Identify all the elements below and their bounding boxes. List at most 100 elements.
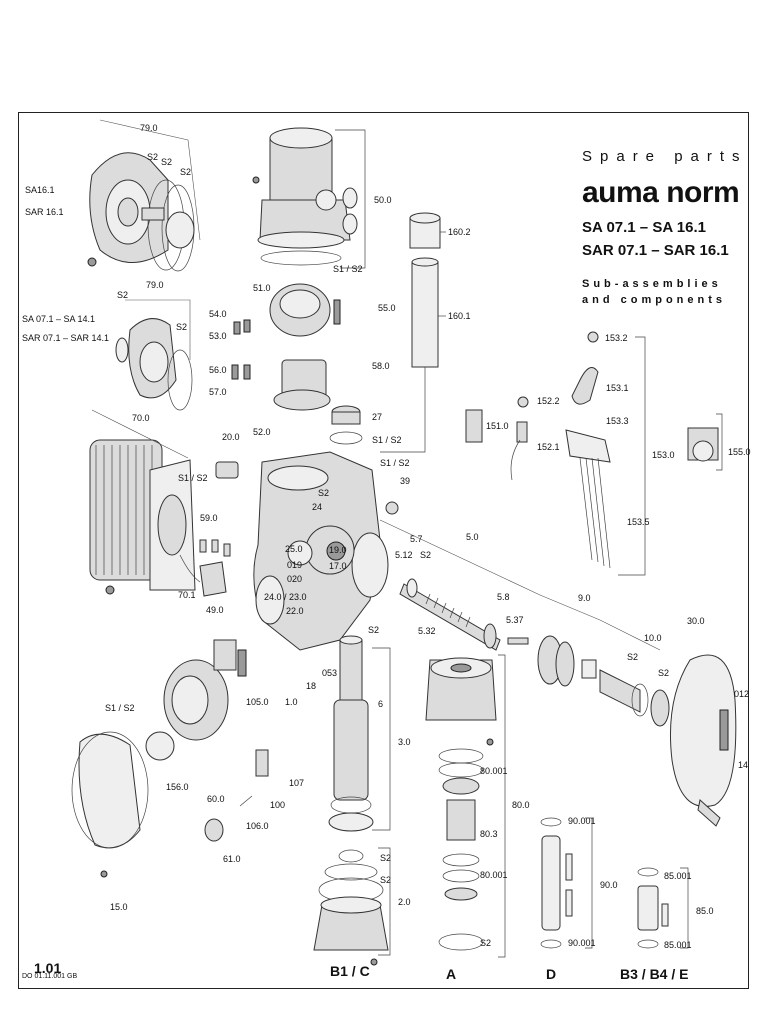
label-25-0: 25.0 bbox=[285, 544, 303, 554]
label-106-0: 106.0 bbox=[246, 821, 269, 831]
label-85-001-b: 85.001 bbox=[664, 940, 692, 950]
output-drive-d bbox=[540, 817, 573, 949]
output-shaft-b1c bbox=[313, 635, 389, 966]
protective-tube bbox=[409, 212, 441, 368]
part-20-0-switch bbox=[215, 461, 239, 479]
label-151-0: 151.0 bbox=[486, 421, 509, 431]
model-note-a-line1: SA16.1 bbox=[25, 185, 55, 195]
label-s1s2-c: S1 / S2 bbox=[372, 435, 402, 445]
label-153-3: 153.3 bbox=[606, 416, 629, 426]
label-s2-i: S2 bbox=[627, 652, 638, 662]
label-54-0: 54.0 bbox=[209, 309, 227, 319]
label-s2-a2: S2 bbox=[161, 157, 172, 167]
handwheel-cover-assembly bbox=[115, 318, 193, 411]
label-5-32: 5.32 bbox=[418, 626, 436, 636]
label-s1s2-a: S1 / S2 bbox=[178, 473, 208, 483]
motor-cover-assembly bbox=[87, 152, 195, 272]
label-17-0: 17.0 bbox=[329, 561, 347, 571]
label-80-001-a: 80.001 bbox=[480, 766, 508, 776]
label-160-2: 160.2 bbox=[448, 227, 471, 237]
terminal-cover bbox=[71, 731, 149, 878]
subtitle-line1: Sub-assemblies bbox=[582, 278, 722, 290]
label-14: 14 bbox=[738, 760, 748, 770]
label-19-0: 19.0 bbox=[329, 545, 347, 555]
main-housing bbox=[253, 451, 389, 651]
cap-27 bbox=[329, 405, 363, 445]
label-s1s2-b: S1 / S2 bbox=[333, 264, 363, 274]
label-57-0: 57.0 bbox=[209, 387, 227, 397]
label-5-7: 5.7 bbox=[410, 534, 423, 544]
label-39: 39 bbox=[400, 476, 410, 486]
label-s2-b1: S2 bbox=[117, 290, 128, 300]
label-52-0: 52.0 bbox=[253, 427, 271, 437]
label-10-0: 10.0 bbox=[644, 633, 662, 643]
label-85-001-a: 85.001 bbox=[664, 871, 692, 881]
electrical-connection bbox=[145, 639, 269, 842]
label-s2-a3: S2 bbox=[180, 167, 191, 177]
label-1-0: 1.0 bbox=[285, 697, 298, 707]
label-5-8: 5.8 bbox=[497, 592, 510, 602]
label-59-0: 59.0 bbox=[200, 513, 218, 523]
label-107: 107 bbox=[289, 778, 304, 788]
diagram-frame bbox=[18, 112, 749, 989]
label-51-0: 51.0 bbox=[253, 283, 271, 293]
model-range-sar: SAR 07.1 – SAR 16.1 bbox=[582, 242, 729, 259]
label-55-0: 55.0 bbox=[378, 303, 396, 313]
label-58-0: 58.0 bbox=[372, 361, 390, 371]
variant-a: A bbox=[446, 966, 456, 982]
label-s1s2-d: S1 / S2 bbox=[380, 458, 410, 468]
label-80-0: 80.0 bbox=[512, 800, 530, 810]
label-s1s2-e: S1 / S2 bbox=[105, 703, 135, 713]
label-90-0: 90.0 bbox=[600, 880, 618, 890]
label-160-1: 160.1 bbox=[448, 311, 471, 321]
model-note-a-line2: SAR 16.1 bbox=[25, 207, 64, 217]
label-155-0: 155.0 bbox=[728, 447, 751, 457]
plug-39 bbox=[385, 501, 399, 515]
label-49-0: 49.0 bbox=[206, 605, 224, 615]
label-90-001-b: 90.001 bbox=[568, 938, 596, 948]
output-drive-b3b4e bbox=[637, 867, 669, 949]
label-20-0: 20.0 bbox=[222, 432, 240, 442]
label-012: 012 bbox=[734, 689, 749, 699]
label-27: 27 bbox=[372, 412, 382, 422]
label-60-0: 60.0 bbox=[207, 794, 225, 804]
label-50-0: 50.0 bbox=[374, 195, 392, 205]
label-5-12: 5.12 bbox=[395, 550, 413, 560]
variant-b1c: B1 / C bbox=[330, 963, 370, 979]
label-70-0: 70.0 bbox=[132, 413, 150, 423]
label-5-0: 5.0 bbox=[466, 532, 479, 542]
page-number: 1.01 bbox=[34, 960, 62, 976]
label-156-0: 156.0 bbox=[166, 782, 189, 792]
label-80-001-b: 80.001 bbox=[480, 870, 508, 880]
label-9-0: 9.0 bbox=[578, 593, 591, 603]
label-61-0: 61.0 bbox=[223, 854, 241, 864]
model-range-sa: SA 07.1 – SA 16.1 bbox=[582, 219, 706, 236]
label-020: 020 bbox=[287, 574, 302, 584]
label-85-0: 85.0 bbox=[696, 906, 714, 916]
handwheel-assembly bbox=[537, 635, 737, 827]
label-80-3: 80.3 bbox=[480, 829, 498, 839]
model-note-b-line1: SA 07.1 – SA 14.1 bbox=[22, 314, 95, 324]
label-s2-f: S2 bbox=[380, 875, 391, 885]
label-153-5: 153.5 bbox=[627, 517, 650, 527]
wiring-group bbox=[179, 539, 231, 597]
label-2-0: 2.0 bbox=[398, 897, 411, 907]
label-s2-j: S2 bbox=[658, 668, 669, 678]
control-unit bbox=[231, 283, 341, 411]
title-spare-parts: Spare parts bbox=[582, 148, 748, 165]
label-3-0: 3.0 bbox=[398, 737, 411, 747]
label-s2-h: S2 bbox=[420, 550, 431, 560]
model-note-b-line2: SAR 07.1 – SAR 14.1 bbox=[22, 333, 109, 343]
label-22-0: 22.0 bbox=[286, 606, 304, 616]
label-s2-e: S2 bbox=[380, 853, 391, 863]
label-153-0: 153.0 bbox=[652, 450, 675, 460]
label-79-0-a: 79.0 bbox=[140, 123, 158, 133]
label-s2-a1: S2 bbox=[147, 152, 158, 162]
label-152-2: 152.2 bbox=[537, 396, 560, 406]
label-53-0: 53.0 bbox=[209, 331, 227, 341]
label-153-2: 153.2 bbox=[605, 333, 628, 343]
label-019: 019 bbox=[287, 560, 302, 570]
label-152-1: 152.1 bbox=[537, 442, 560, 452]
document-code: DO 01.11.001 GB bbox=[22, 973, 78, 980]
variant-d: D bbox=[546, 966, 556, 982]
